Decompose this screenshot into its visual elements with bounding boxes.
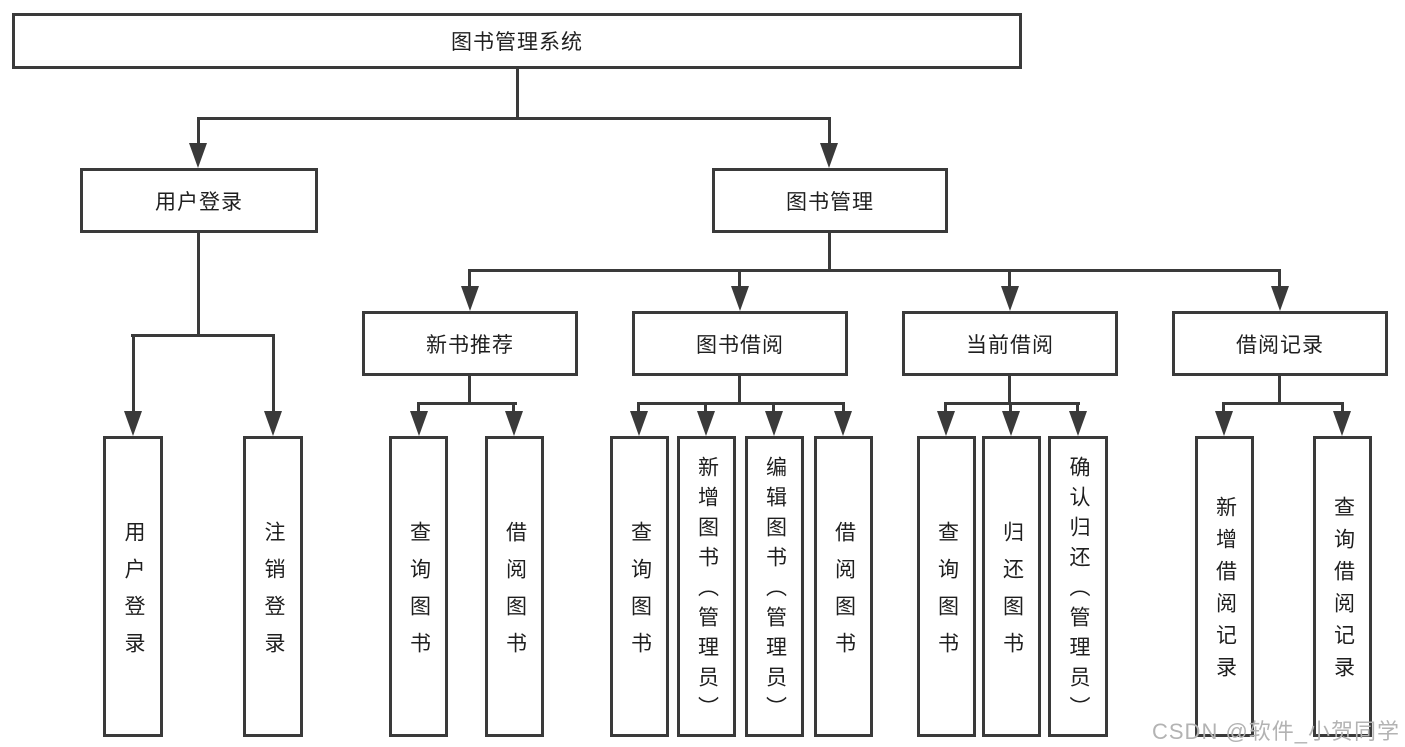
arrowhead-down-icon [765, 411, 783, 436]
arrowhead-down-icon [124, 411, 142, 436]
connector-stub [637, 402, 640, 411]
leaf-borrowing-query-books: 查询图书 [610, 436, 669, 737]
connector-vline [1008, 376, 1011, 405]
connector-stub [1076, 402, 1079, 411]
connector-hline [944, 402, 1080, 405]
connector-stub [1008, 269, 1011, 286]
arrowhead-down-icon [410, 411, 428, 436]
connector-vline [197, 233, 200, 337]
leaf-recommend-borrow-books: 借阅图书 [485, 436, 544, 737]
leaf-user-login: 用户登录 [103, 436, 163, 737]
leaf-add-borrow-record: 新增借阅记录 [1195, 436, 1254, 737]
connector-hline [197, 117, 831, 120]
leaf-recommend-query-books: 查询图书 [389, 436, 448, 737]
arrowhead-down-icon [505, 411, 523, 436]
leaf-confirm-return-admin: 确认归还（管理员） [1048, 436, 1108, 737]
arrowhead-down-icon [630, 411, 648, 436]
connector-stub [1341, 402, 1344, 411]
connector-stub [772, 402, 775, 411]
leaf-borrowing-borrow-books: 借阅图书 [814, 436, 873, 737]
leaf-current-query-books: 查询图书 [917, 436, 976, 737]
arrowhead-down-icon [1002, 411, 1020, 436]
arrowhead-down-icon [731, 286, 749, 311]
connector-hline [468, 269, 1281, 272]
connector-stub [1009, 402, 1012, 411]
connector-vline [1278, 376, 1281, 405]
leaf-edit-books-admin: 编辑图书（管理员） [745, 436, 804, 737]
connector-stub [944, 402, 947, 411]
node-library-management-system: 图书管理系统 [12, 13, 1022, 69]
connector-hline [417, 402, 517, 405]
arrowhead-down-icon [1215, 411, 1233, 436]
arrowhead-down-icon [1001, 286, 1019, 311]
node-borrowing-records: 借阅记录 [1172, 311, 1388, 376]
node-current-borrowing: 当前借阅 [902, 311, 1118, 376]
connector-hline [637, 402, 845, 405]
connector-stub [1278, 269, 1281, 286]
connector-stub [704, 402, 707, 411]
connector-stub [738, 269, 741, 286]
connector-stub [132, 334, 135, 411]
connector-stub [842, 402, 845, 411]
connector-vline [468, 376, 471, 405]
connector-stub [197, 117, 200, 144]
node-book-borrowing: 图书借阅 [632, 311, 848, 376]
connector-vline [828, 233, 831, 272]
arrowhead-down-icon [189, 143, 207, 168]
arrowhead-down-icon [1271, 286, 1289, 311]
connector-stub [512, 402, 515, 411]
node-user-login: 用户登录 [80, 168, 318, 233]
node-book-management: 图书管理 [712, 168, 948, 233]
csdn-watermark: CSDN @软件_小贺同学 [1152, 719, 1401, 744]
leaf-add-books-admin: 新增图书（管理员） [677, 436, 736, 737]
arrowhead-down-icon [1069, 411, 1087, 436]
leaf-logout: 注销登录 [243, 436, 303, 737]
connector-stub [468, 269, 471, 286]
arrowhead-down-icon [937, 411, 955, 436]
connector-vline [738, 376, 741, 405]
connector-stub [1222, 402, 1225, 411]
arrowhead-down-icon [264, 411, 282, 436]
arrowhead-down-icon [697, 411, 715, 436]
connector-hline [131, 334, 275, 337]
connector-hline [1222, 402, 1344, 405]
arrowhead-down-icon [461, 286, 479, 311]
connector-stub [417, 402, 420, 411]
leaf-return-books: 归还图书 [982, 436, 1041, 737]
connector-vline [516, 69, 519, 120]
connector-stub [828, 117, 831, 144]
node-new-book-recommendation: 新书推荐 [362, 311, 578, 376]
leaf-query-borrow-record: 查询借阅记录 [1313, 436, 1372, 737]
arrowhead-down-icon [820, 143, 838, 168]
arrowhead-down-icon [1333, 411, 1351, 436]
arrowhead-down-icon [834, 411, 852, 436]
connector-stub [272, 334, 275, 411]
